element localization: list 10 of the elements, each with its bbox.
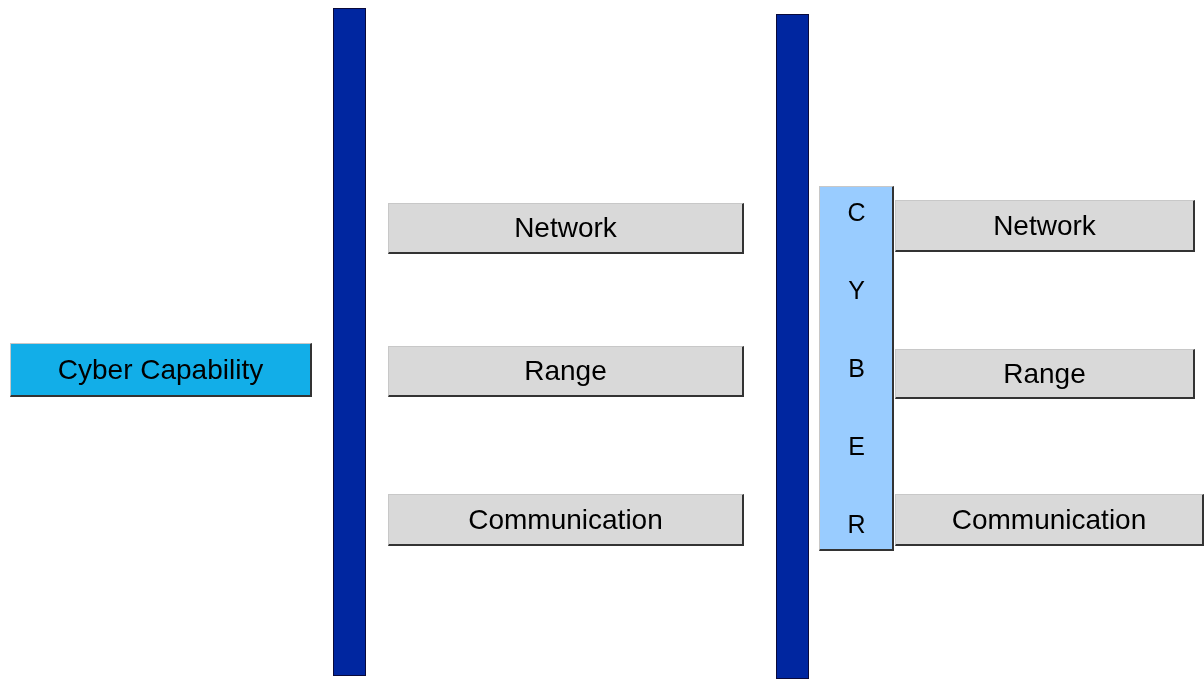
label-box: Communication	[895, 494, 1204, 546]
label-box: Network	[388, 203, 744, 254]
vertical-label-box: CYBER	[819, 186, 894, 551]
vertical-bar	[776, 14, 809, 679]
label-box: Range	[388, 346, 744, 397]
label-box: Cyber Capability	[10, 343, 312, 397]
vertical-bar	[333, 8, 366, 676]
label-box: Communication	[388, 494, 744, 546]
label-box: Network	[895, 200, 1195, 252]
label-box: Range	[895, 349, 1195, 399]
